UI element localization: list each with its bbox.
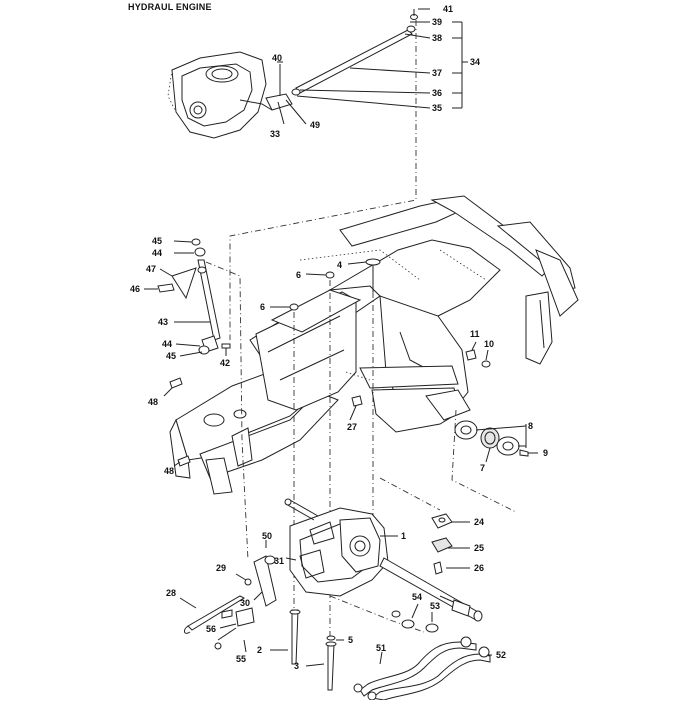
callout-4: 4 — [337, 260, 342, 270]
callout-35: 35 — [432, 103, 442, 113]
throttle-linkage — [265, 9, 418, 111]
handle-bar-rear — [525, 291, 553, 365]
callout-29: 29 — [216, 563, 226, 573]
callout-31: 31 — [274, 556, 284, 566]
callout-26: 26 — [474, 563, 484, 573]
stacked-plates-24-26 — [379, 477, 453, 575]
callout-36: 36 — [432, 88, 442, 98]
pipe-51 — [359, 641, 477, 697]
callout-43: 43 — [158, 317, 168, 327]
callout-52: 52 — [496, 650, 506, 660]
hydrostatic-transaxle — [284, 498, 483, 633]
callout-10: 10 — [484, 339, 494, 349]
callout-30: 30 — [240, 598, 250, 608]
callout-11: 11 — [470, 329, 480, 339]
callout-25: 25 — [474, 543, 484, 553]
pipe-52 — [370, 653, 491, 701]
callout-8: 8 — [528, 421, 533, 431]
callout-labels: 41 39 38 34 37 36 35 40 49 33 45 44 47 4… — [130, 4, 548, 671]
callout-34: 34 — [470, 57, 480, 67]
bolts-48 — [163, 377, 191, 467]
diagram-title: HYDRAUL ENGINE — [128, 2, 212, 12]
callout-5: 5 — [348, 635, 353, 645]
callout-33: 33 — [270, 129, 280, 139]
callout-44-bottom: 44 — [162, 339, 172, 349]
assembly-path-top — [229, 20, 417, 340]
callout-2: 2 — [257, 645, 262, 655]
small-bolts-10-11 — [465, 341, 491, 368]
callout-39: 39 — [432, 17, 442, 27]
callout-38: 38 — [432, 33, 442, 43]
callout-3: 3 — [294, 661, 299, 671]
brake-linkage — [183, 555, 277, 650]
control-lever-assembly — [144, 238, 249, 561]
callout-51: 51 — [376, 643, 386, 653]
callout-9: 9 — [543, 448, 548, 458]
mid-frame-plate — [255, 291, 357, 411]
callout-46: 46 — [130, 284, 140, 294]
throttle-bracket — [265, 93, 293, 111]
leader-lines-top — [277, 8, 468, 125]
bearing-assembly — [451, 409, 538, 513]
callout-55: 55 — [236, 654, 246, 664]
chassis-frame — [169, 195, 579, 495]
callout-41: 41 — [443, 4, 453, 14]
callout-45-bottom: 45 — [166, 351, 176, 361]
callout-48-top: 48 — [148, 397, 158, 407]
hydraulic-pipes — [353, 636, 491, 701]
brake-rod — [187, 595, 246, 631]
callout-53: 53 — [430, 601, 440, 611]
callout-27: 27 — [347, 422, 357, 432]
control-lever — [197, 259, 221, 341]
callout-7: 7 — [480, 463, 485, 473]
callout-44-top: 44 — [152, 248, 162, 258]
callout-49: 49 — [310, 120, 320, 130]
linkage-rod — [295, 29, 413, 94]
brake-lever — [253, 555, 277, 607]
callout-37: 37 — [432, 68, 442, 78]
callout-54: 54 — [412, 592, 422, 602]
engine-block — [167, 51, 273, 139]
callout-28: 28 — [166, 588, 176, 598]
callout-56: 56 — [206, 624, 216, 634]
bearing — [480, 427, 500, 449]
callout-24: 24 — [474, 517, 484, 527]
callout-6-upper: 6 — [296, 270, 301, 280]
callout-40: 40 — [272, 53, 282, 63]
callout-6-lower: 6 — [260, 302, 265, 312]
callout-47: 47 — [146, 264, 156, 274]
callout-42: 42 — [220, 358, 230, 368]
callout-1: 1 — [401, 531, 406, 541]
callout-45-top: 45 — [152, 236, 162, 246]
callout-48-bottom: 48 — [164, 466, 174, 476]
hardware-2-3-5 — [289, 609, 337, 691]
callout-50: 50 — [262, 531, 272, 541]
